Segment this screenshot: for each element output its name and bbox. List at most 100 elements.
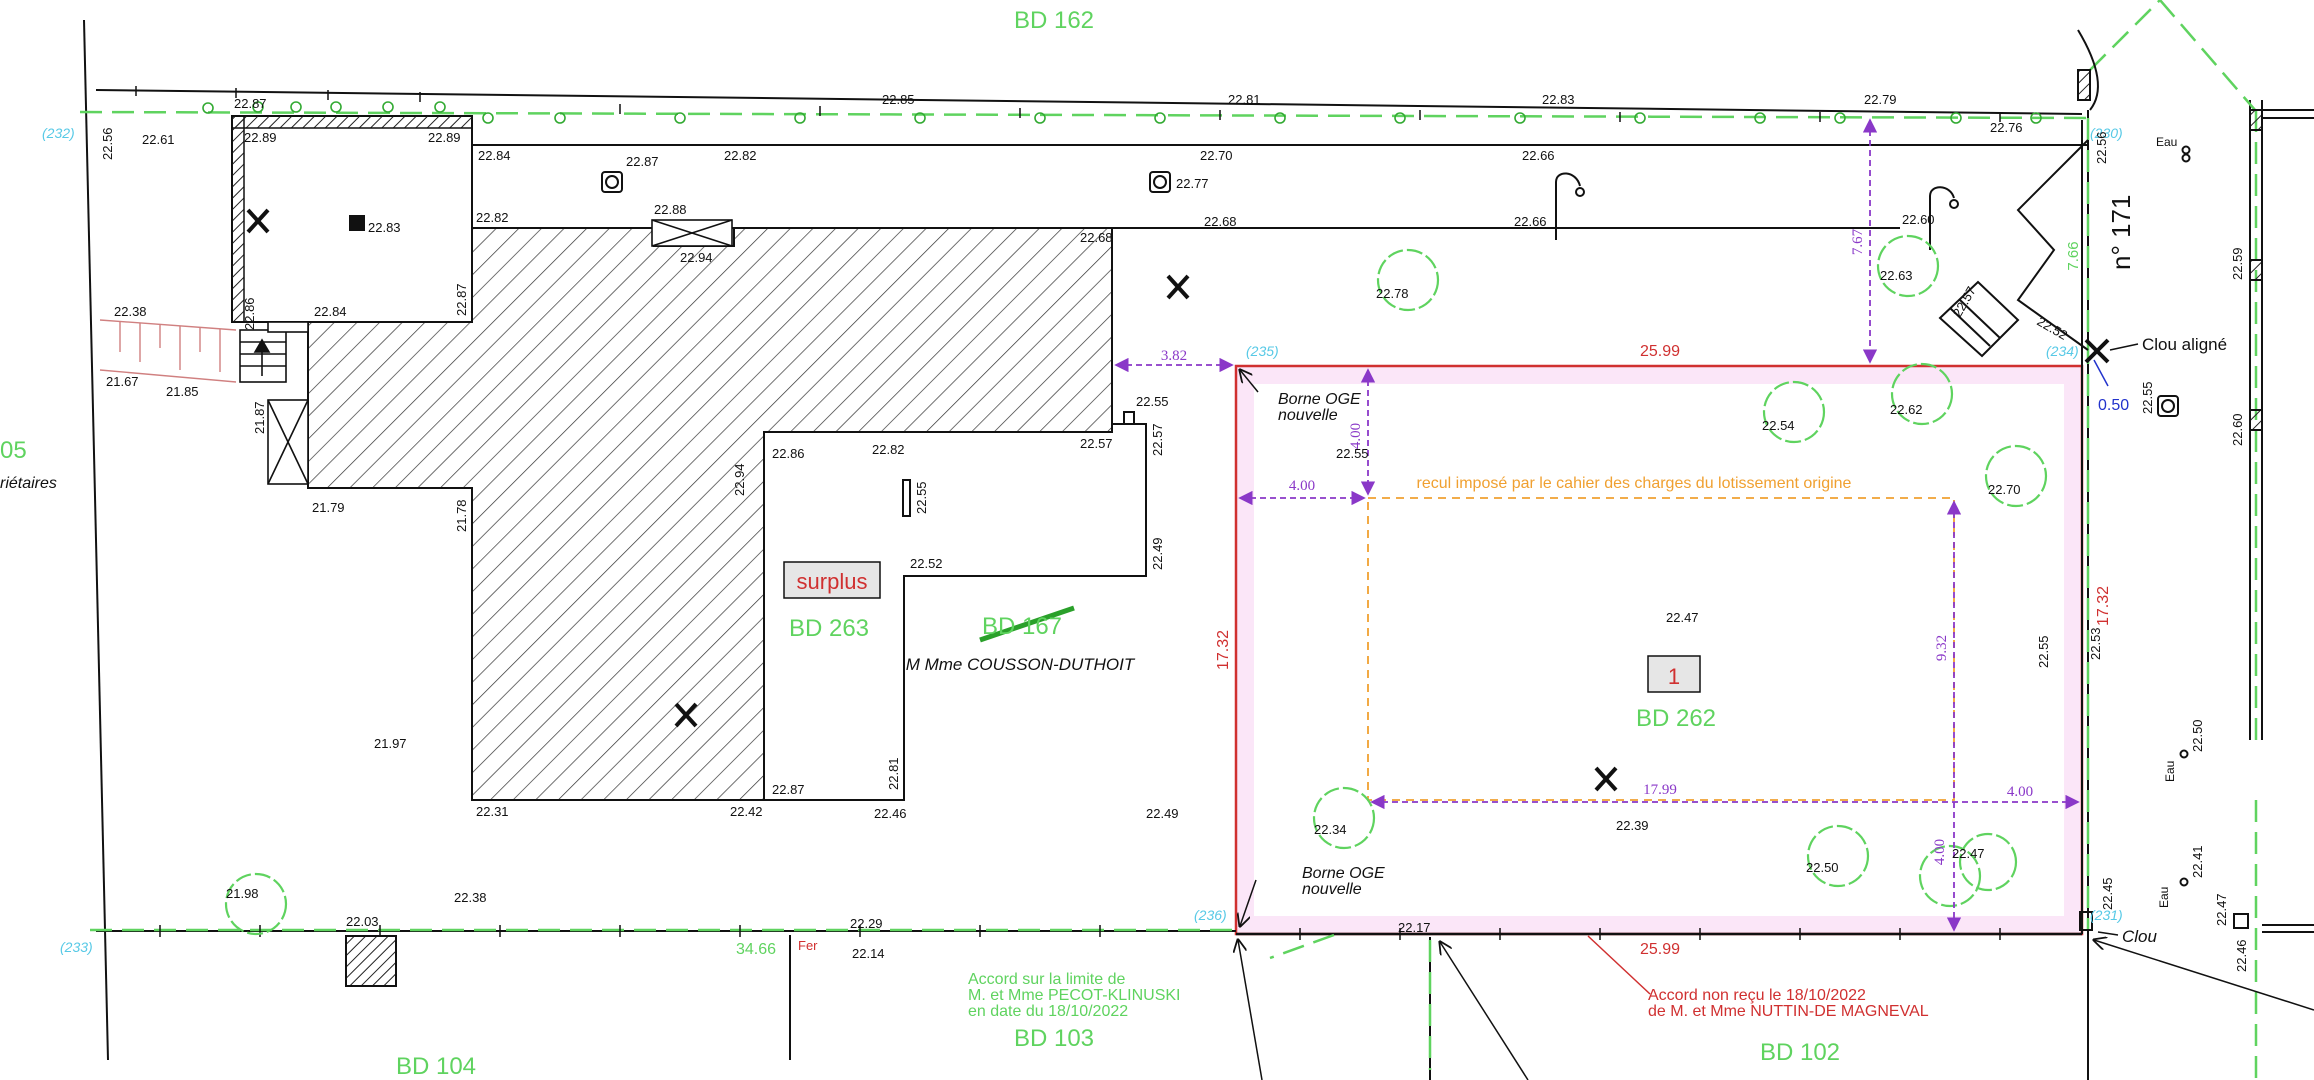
elev-e75: 22.03: [346, 914, 379, 929]
parcel-bd104: BD 104: [396, 1053, 476, 1080]
elev-e16: 22.56: [2094, 131, 2109, 164]
elev-e40: 22.86: [772, 446, 805, 461]
shed-bd104: [345, 935, 397, 987]
dim-bd104-length: 34.66: [736, 941, 776, 958]
elev-e35: 21.85: [166, 384, 199, 399]
bd167-strike: [979, 605, 1075, 643]
elev-e53: 22.55: [2036, 635, 2051, 668]
elev-e13: 22.82: [724, 148, 757, 163]
surplus-box: surplus: [783, 561, 881, 599]
elev-e19: 22.82: [476, 210, 509, 225]
elev-e14: 22.70: [1200, 148, 1233, 163]
clou-aligne: Clou aligné: [2142, 335, 2227, 354]
elev-e41: 22.82: [872, 442, 905, 457]
nonrecu-l1: Accord non reçu le 18/10/2022: [1648, 987, 1866, 1004]
recul-note: recul imposé par le cahier des charges d…: [1417, 475, 1852, 492]
elev-e60: 22.42: [730, 804, 763, 819]
parcel-bd262: BD 262: [1636, 705, 1716, 732]
elev-e45: 22.55: [1136, 394, 1169, 409]
elev-e15: 22.66: [1522, 148, 1555, 163]
utility-markers: [349, 145, 2191, 887]
parcel-bd167: BD 167: [982, 613, 1062, 640]
elev-e69: 22.50: [2190, 719, 2205, 752]
lot-1-box: 1: [1647, 655, 1701, 693]
elev-e33: 22.87: [454, 283, 469, 316]
elev-e07: 22.81: [1228, 92, 1261, 107]
elev-e62: 22.81: [886, 757, 901, 790]
elev-e68: 22.47: [1952, 846, 1985, 861]
eau-label-3: Eau: [2157, 887, 2171, 908]
elev-e08: 22.83: [1542, 92, 1575, 107]
elev-e70: 22.41: [2190, 845, 2205, 878]
elev-e72: 22.47: [2214, 893, 2229, 926]
accord-l3: en date du 18/10/2022: [968, 1003, 1128, 1020]
elev-e24: 22.66: [1514, 214, 1547, 229]
bottom-fence-ticks: [159, 925, 2001, 940]
station-232: (232): [42, 125, 75, 141]
dim-382: 3.82: [1161, 348, 1187, 364]
elev-e20: 22.88: [654, 202, 687, 217]
parcel-bd105-partial: 05: [0, 437, 27, 464]
elev-e63: 22.46: [874, 806, 907, 821]
gate: [651, 219, 733, 247]
elev-e43: 22.52: [910, 556, 943, 571]
parcel-bd103: BD 103: [1014, 1025, 1094, 1052]
elev-e64: 22.49: [1146, 806, 1179, 821]
elev-e29: 22.52: [2035, 314, 2071, 343]
station-234: (234): [2046, 343, 2079, 359]
elev-e11: 22.84: [478, 148, 511, 163]
elev-e55: 22.55: [2140, 381, 2155, 414]
elev-e05: 22.89: [428, 130, 461, 145]
lot-1-label: 1: [1668, 664, 1680, 689]
parcel-bd102: BD 102: [1760, 1039, 1840, 1066]
elev-e38: 21.78: [454, 499, 469, 532]
parcel-bd263: BD 263: [789, 615, 869, 642]
elev-e57: 22.60: [2230, 413, 2245, 446]
setback-line: [1367, 497, 1955, 801]
elev-e25: 22.60: [1902, 212, 1935, 227]
dim-400a: 4.00: [1348, 423, 1364, 449]
elev-e21: 22.94: [680, 250, 713, 265]
dim-767: 7.67: [1850, 228, 1866, 255]
stairs: [239, 321, 309, 485]
elev-e61: 22.87: [772, 782, 805, 797]
borne-oge-2-l2: nouvelle: [1302, 881, 1362, 898]
dim-left: 17.32: [1215, 630, 1232, 670]
dimension-lines: [1114, 118, 2080, 932]
elev-e73: 22.46: [2234, 939, 2249, 972]
parcel-bd162: BD 162: [1014, 7, 1094, 34]
elev-e67: 22.50: [1806, 860, 1839, 875]
borne-oge-1-l2: nouvelle: [1278, 407, 1338, 424]
station-230: (230): [2090, 125, 2123, 141]
elev-e10: 22.76: [1990, 120, 2023, 135]
elev-e04: 22.89: [244, 130, 277, 145]
road-features: [1938, 29, 2314, 933]
elev-e56: 22.59: [2230, 247, 2245, 280]
dim-400b: 4.00: [1289, 478, 1315, 494]
accord-l2: M. et Mme PECOT-KLINUSKI: [968, 987, 1180, 1004]
top-fence-posts: [202, 101, 2042, 124]
elev-e79: 22.17: [1398, 920, 1431, 935]
dim-400c: 4.00: [2007, 784, 2033, 800]
building-main: [307, 227, 1113, 801]
dim-bottom: 25.99: [1640, 941, 1680, 958]
leaders: [1238, 343, 2314, 1080]
elev-e78: 22.14: [852, 946, 885, 961]
dim-1799: 17.99: [1643, 782, 1677, 798]
station-231: (231): [2090, 907, 2123, 923]
dim-932: 9.32: [1934, 635, 1950, 661]
elev-e42: 22.55: [914, 481, 929, 514]
station-233: (233): [60, 939, 93, 955]
elev-e17: 22.83: [368, 220, 401, 235]
elev-e23: 22.68: [1204, 214, 1237, 229]
dim-top: 25.99: [1640, 343, 1680, 360]
elev-e71: 22.45: [2100, 877, 2115, 910]
dim-right: 17.32: [2095, 586, 2112, 626]
dim-766: 7.66: [2065, 241, 2082, 270]
borne-oge-2-l1: Borne OGE: [1302, 865, 1385, 882]
dim-offset: 0.50: [2098, 397, 2129, 414]
surplus-label: surplus: [797, 569, 868, 594]
elev-e31: 22.86: [242, 297, 257, 330]
eau-label-1: Eau: [2156, 135, 2177, 149]
